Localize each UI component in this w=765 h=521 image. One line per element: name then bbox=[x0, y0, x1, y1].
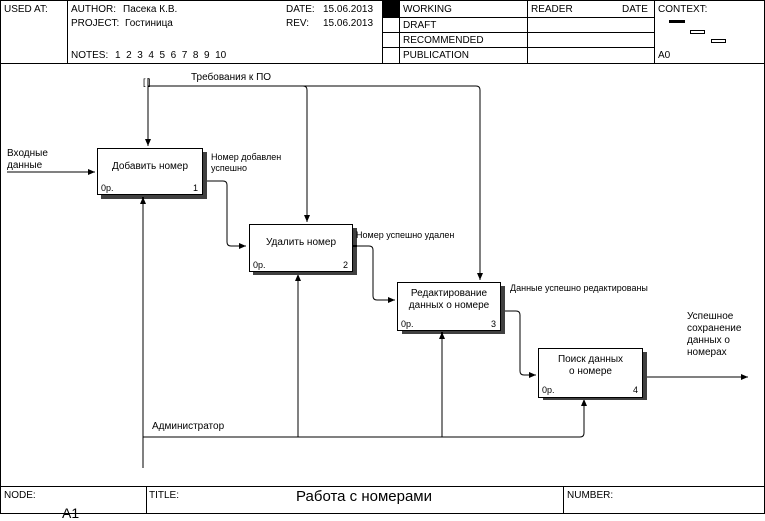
number-label: NUMBER: bbox=[567, 490, 614, 501]
date-label: DATE: bbox=[286, 4, 315, 15]
node-label: NODE: bbox=[4, 490, 36, 501]
used-at-label: USED AT: bbox=[4, 4, 48, 15]
box-3-label: Редактирование данных о номере bbox=[408, 288, 490, 311]
control-arrow-box3 bbox=[303, 85, 483, 280]
tunnel-marker: [ ] bbox=[143, 77, 151, 87]
control-label: Требования к ПО bbox=[191, 72, 272, 83]
box-4-cost: 0р. bbox=[542, 385, 555, 395]
box-3-cost: 0р. bbox=[401, 319, 414, 329]
status-draft: DRAFT bbox=[403, 20, 437, 31]
status-publication: PUBLICATION bbox=[403, 50, 469, 61]
diagram-title: Работа с номерами bbox=[296, 488, 432, 505]
status-working: WORKING bbox=[403, 4, 452, 15]
project-label: PROJECT: bbox=[71, 18, 120, 29]
notes-numbers: 1 2 3 4 5 6 7 8 9 10 bbox=[115, 50, 227, 61]
box-1-number: 1 bbox=[192, 183, 198, 193]
working-marker bbox=[383, 1, 399, 17]
box-3-number: 3 bbox=[490, 319, 496, 329]
box-4-label: Поиск данных о номере bbox=[557, 354, 624, 377]
reader-label: READER bbox=[531, 4, 573, 15]
input-label: Входные данные bbox=[7, 148, 48, 171]
reader-date-label: DATE bbox=[622, 4, 648, 15]
box-2-cost: 0р. bbox=[253, 260, 266, 270]
arrow-label-3: Данные успешно редактированы bbox=[510, 283, 648, 293]
flow-arrow-1-2 bbox=[206, 180, 246, 249]
context-thumbnail bbox=[669, 20, 726, 43]
author-label: AUTHOR: bbox=[71, 4, 116, 15]
author-value: Пасека К.В. bbox=[123, 4, 178, 15]
arrow-label-1: Номер добавлен успешно bbox=[211, 152, 282, 173]
title-label: TITLE: bbox=[149, 490, 180, 501]
arrow-label-2: Номер успешно удален bbox=[356, 230, 455, 240]
status-recommended: RECOMMENDED bbox=[403, 35, 484, 46]
activity-box-2[interactable]: Удалить номер 0р. 2 bbox=[249, 224, 353, 272]
activity-box-4[interactable]: Поиск данных о номере 0р. 4 bbox=[538, 348, 643, 398]
rev-label: REV: bbox=[286, 18, 309, 29]
activity-box-1[interactable]: Добавить номер 0р. 1 bbox=[97, 148, 203, 195]
box-2-label: Удалить номер bbox=[265, 237, 337, 248]
rev-value: 15.06.2013 bbox=[323, 18, 374, 29]
node-value: A1 bbox=[62, 505, 80, 521]
flow-arrow-2-3 bbox=[352, 245, 395, 303]
box-1-label: Добавить номер bbox=[111, 161, 189, 172]
mechanism-label: Администратор bbox=[152, 421, 225, 432]
box-4-number: 4 bbox=[632, 385, 638, 395]
date-value: 15.06.2013 bbox=[323, 4, 374, 15]
flow-arrow-3-4 bbox=[500, 310, 536, 378]
output-label: Успешное сохранение данных о номерах bbox=[687, 311, 742, 358]
mechanism-arrow-box4 bbox=[143, 399, 587, 438]
context-label: CONTEXT: bbox=[658, 4, 708, 15]
box-1-cost: 0р. bbox=[101, 183, 114, 193]
box-2-number: 2 bbox=[342, 260, 348, 270]
notes-label: NOTES: bbox=[71, 50, 109, 61]
context-node: A0 bbox=[658, 50, 671, 61]
activity-box-3[interactable]: Редактирование данных о номере 0р. 3 bbox=[397, 282, 501, 331]
project-value: Гостиница bbox=[125, 18, 173, 29]
